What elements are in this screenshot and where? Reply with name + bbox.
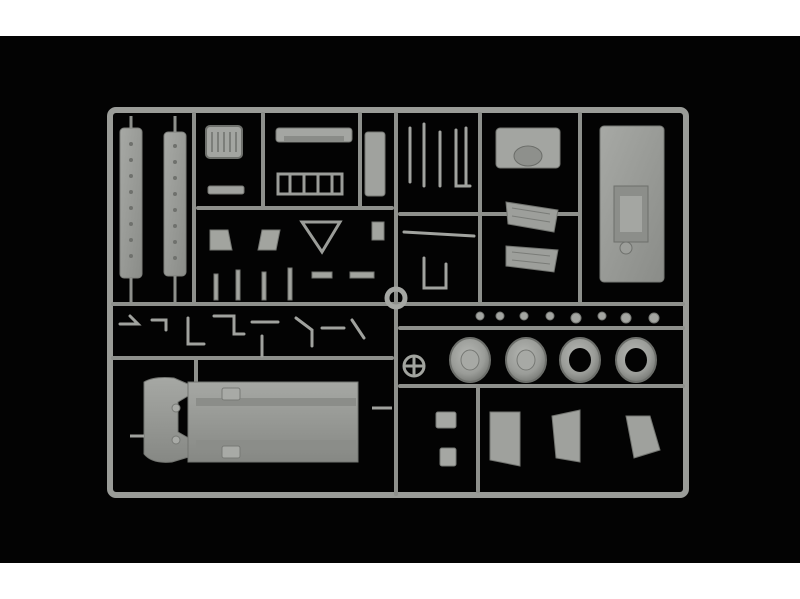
small-parts-cluster bbox=[209, 220, 385, 301]
runner-ring bbox=[384, 286, 408, 310]
tire bbox=[615, 337, 657, 383]
radiator-grille bbox=[205, 125, 243, 159]
fenders bbox=[505, 201, 559, 273]
engine-block bbox=[495, 127, 561, 169]
small-strut bbox=[207, 131, 386, 197]
tire bbox=[449, 337, 491, 383]
small-fitting bbox=[130, 406, 392, 438]
sprue-outer-frame bbox=[107, 107, 689, 498]
cab-frame bbox=[276, 172, 344, 196]
linkage-parts bbox=[118, 314, 366, 358]
rod-parts bbox=[402, 122, 476, 290]
steering-wheel bbox=[402, 354, 426, 378]
tires bbox=[449, 337, 657, 383]
seat-parts bbox=[435, 409, 661, 467]
fittings-row bbox=[475, 311, 660, 324]
sprue-frame-image bbox=[107, 107, 689, 498]
tire bbox=[559, 337, 601, 383]
tire bbox=[505, 337, 547, 383]
hull-floor bbox=[599, 125, 665, 283]
track-link-strips bbox=[119, 116, 187, 302]
chassis-body bbox=[143, 377, 359, 463]
front-bumper bbox=[275, 127, 353, 143]
model-kit-photo bbox=[0, 36, 800, 563]
